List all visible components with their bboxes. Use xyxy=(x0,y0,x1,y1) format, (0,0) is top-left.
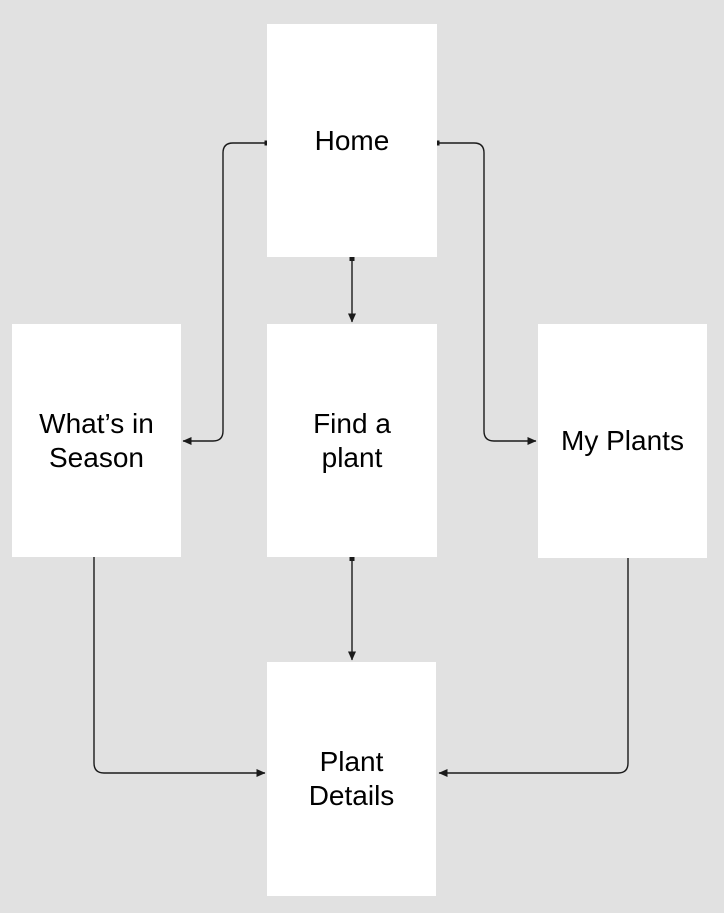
node-my-plants-label: My Plants xyxy=(561,425,684,456)
node-plant-details-label: Plant Details xyxy=(308,746,395,811)
edge-home-to-my-plants[interactable] xyxy=(437,142,537,445)
node-my-plants[interactable]: My Plants xyxy=(538,324,707,558)
node-find-a-plant-label: Find a plant xyxy=(313,407,391,473)
edge-my-plants-to-plant-details[interactable] xyxy=(438,558,629,777)
node-whats-in-season[interactable]: What’s in Season xyxy=(12,324,181,557)
node-home[interactable]: Home xyxy=(267,24,437,257)
node-whats-in-season-label: What’s in Season xyxy=(39,407,154,473)
node-plant-details[interactable]: Plant Details xyxy=(267,662,436,896)
anchor-dot xyxy=(349,556,355,561)
edge-whats-in-season-to-plant-details[interactable] xyxy=(93,557,266,777)
anchor-dot xyxy=(349,256,355,261)
node-home-label: Home xyxy=(314,124,390,156)
node-find-a-plant[interactable]: Find a plant xyxy=(267,324,437,557)
anchor-dot xyxy=(434,140,440,146)
edge-home-to-whats-in-season[interactable] xyxy=(182,142,267,445)
